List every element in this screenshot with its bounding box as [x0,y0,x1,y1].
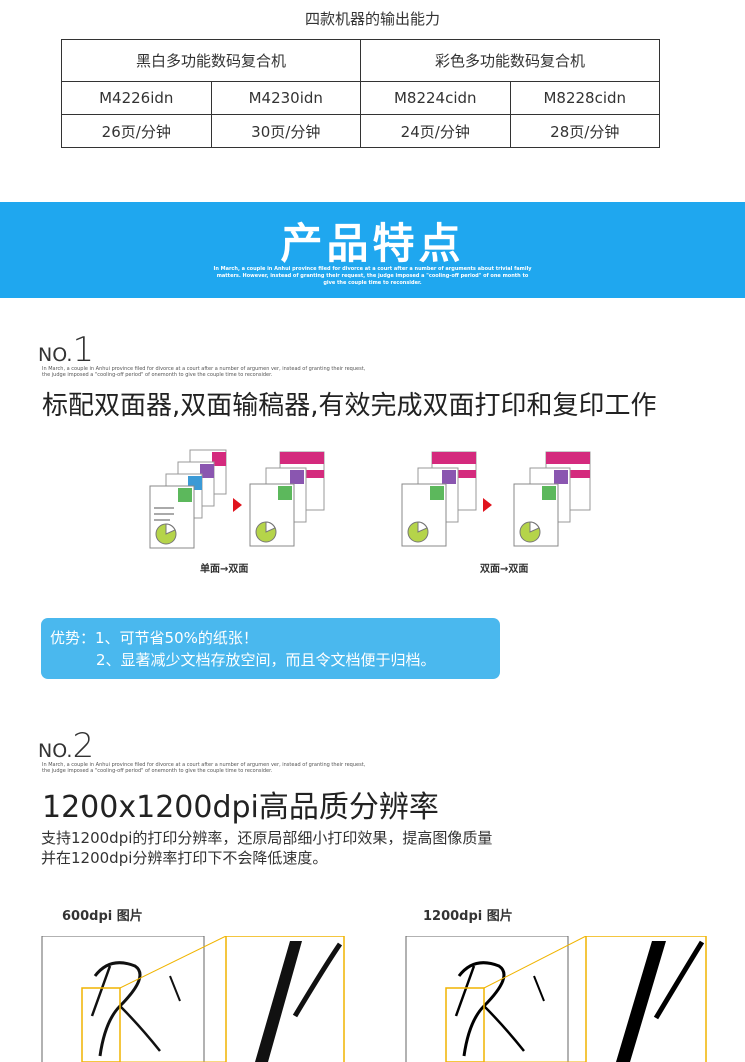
diagram-label-simplex: 单面→双面 [200,564,249,575]
sample-label-1200dpi: 1200dpi 图片 [423,909,513,924]
sample-image-1200dpi [405,936,707,1062]
arrow-right-icon [233,498,242,512]
group-header-color: 彩色多功能数码复合机 [360,39,660,82]
sample-image-600dpi [41,936,345,1062]
feature-number-2: NO.2 [38,726,94,766]
no-prefix: NO. [38,344,73,366]
no-prefix: NO. [38,740,73,762]
no-digit: 2 [72,726,95,766]
zoom-region-box [81,987,121,1062]
feature-number-1: NO.1 [38,330,94,370]
model-cell: M8224cidn [360,81,511,115]
group-header-mono: 黑白多功能数码复合机 [61,39,361,82]
page-number: 2 [190,466,196,476]
page-number: 3 [203,454,209,464]
spec-table: 黑白多功能数码复合机 彩色多功能数码复合机 M4226idn M4230idn … [61,39,660,148]
model-cell: M4226idn [61,81,212,115]
no-digit: 1 [72,330,95,370]
duplex-output-pages-icon [513,451,591,547]
zoom-region-box [445,987,485,1062]
duplex-to-duplex-illustration [401,451,591,547]
desc-line-1: 支持1200dpi的打印分辨率，还原局部细小打印效果，提高图像质量 [41,829,493,847]
advantage-box: 优势：1、可节省50%的纸张！ 2、显著减少文档存放空间，而且令文档便于归档。 [41,618,500,679]
advantage-line-2: 2、显著减少文档存放空间，而且令文档便于归档。 [96,651,436,669]
page-number: 1 [178,478,184,488]
banner-subtitle: In March, a couple in Anhui province fil… [213,266,532,286]
speed-cell: 30页/分钟 [210,114,361,148]
table-caption: 四款机器的输出能力 [304,10,440,28]
duplex-pages-icon [249,451,325,547]
resolution-description: 支持1200dpi的打印分辨率，还原局部细小打印效果，提高图像质量 并在1200… [41,828,492,868]
fine-print: In March, a couple in Anhui province fil… [42,762,366,774]
advantage-line-1: 优势：1、可节省50%的纸张！ [50,629,258,647]
simplex-to-duplex-illustration: 1 2 3 [149,449,325,549]
speed-cell: 28页/分钟 [509,114,660,148]
model-cell: M4230idn [210,81,361,115]
feature-headline-duplex: 标配双面器,双面输稿器,有效完成双面打印和复印工作 [42,391,657,421]
feature-headline-resolution: 1200x1200dpi高品质分辨率 [42,790,439,825]
stack-of-pages-icon [149,449,227,549]
duplex-source-pages-icon [401,451,477,547]
sample-label-600dpi: 600dpi 图片 [62,909,143,924]
features-banner: 产品特点 In March, a couple in Anhui provinc… [0,202,745,298]
speed-cell: 24页/分钟 [360,114,511,148]
fine-print: In March, a couple in Anhui province fil… [42,366,366,378]
banner-title: 产品特点 [280,219,465,268]
desc-line-2: 并在1200dpi分辨率打印下不会降低速度。 [41,849,328,867]
arrow-right-icon [483,498,492,512]
model-cell: M8228cidn [509,81,660,115]
diagram-label-duplex: 双面→双面 [480,564,529,575]
speed-cell: 26页/分钟 [61,114,212,148]
